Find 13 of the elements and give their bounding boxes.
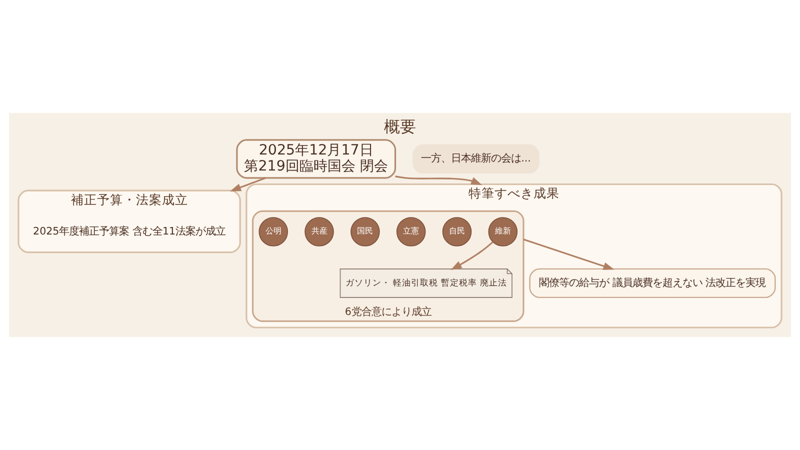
node-circle: 維新 xyxy=(488,217,518,246)
node-text: 2025年度補正予算案 含む全11法案が成立 xyxy=(33,225,226,238)
node-circle: 自民 xyxy=(442,217,472,246)
diagram-title: 概要 xyxy=(384,116,416,136)
node-circle: 立憲 xyxy=(396,217,426,246)
node-box: 閣僚等の給与が 議員歳費を超えない 法改正を実現 xyxy=(529,268,776,298)
arrow xyxy=(395,176,482,186)
node-circle: 共産 xyxy=(304,217,334,246)
arrow xyxy=(523,238,614,270)
node-circle: 国民 xyxy=(350,217,380,246)
node-box: 2025年12月17日 第219回臨時国会 閉会 xyxy=(236,139,396,179)
node-circle: 公明 xyxy=(258,217,288,246)
arrow xyxy=(450,241,494,270)
